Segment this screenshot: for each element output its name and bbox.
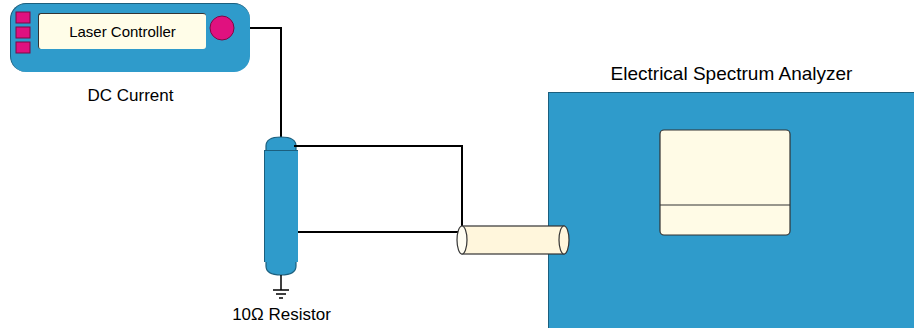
- coax-cable: [462, 226, 564, 254]
- controller-display: Laser Controller: [38, 13, 206, 49]
- device-label: Electrical Spectrum Analyzer: [611, 63, 853, 86]
- wire: [250, 28, 281, 150]
- display-label: Laser Controller: [69, 23, 176, 41]
- coax-end: [559, 226, 569, 254]
- screen-divider: [660, 204, 790, 205]
- ground-wire: [280, 275, 282, 290]
- control-button: [16, 27, 30, 38]
- resistor-symbol: 10Ω Resistor: [264, 150, 298, 262]
- signal-wire: [294, 146, 462, 236]
- device-label: DC Current: [88, 86, 174, 106]
- ground-symbol: [273, 289, 289, 291]
- ground-symbol: [276, 293, 286, 295]
- control-button: [16, 42, 30, 53]
- device-label: 10Ω Resistor: [232, 305, 331, 325]
- resistor-cap: [266, 137, 296, 151]
- analyzer-screen: [660, 130, 790, 235]
- wire: [298, 232, 548, 240]
- laser-controller: DC CurrentLaser Controller: [10, 3, 250, 72]
- ground-symbol: [279, 297, 283, 299]
- coax-end: [457, 226, 467, 254]
- control-button: [16, 12, 30, 23]
- resistor-cap: [266, 261, 296, 275]
- spectrum-analyzer: Electrical Spectrum Analyzer: [548, 92, 914, 328]
- output-knob: [210, 16, 234, 40]
